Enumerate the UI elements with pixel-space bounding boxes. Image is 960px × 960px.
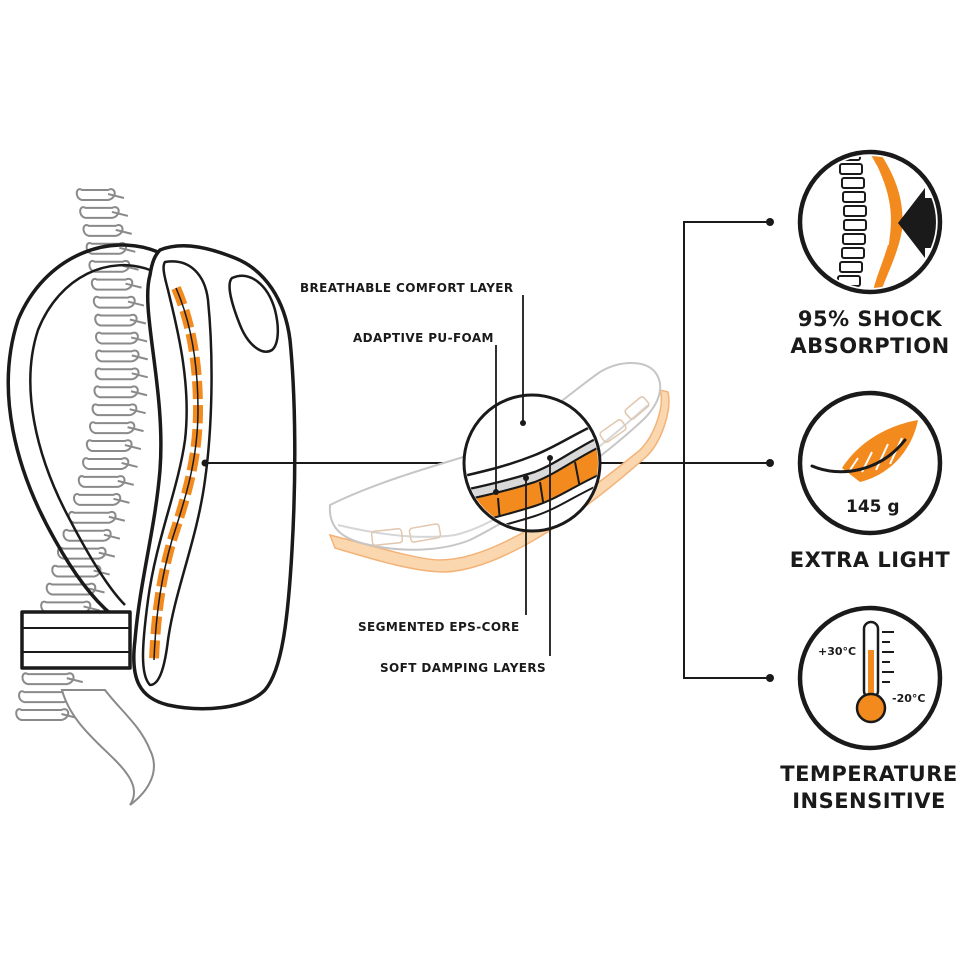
vertebra-process [124, 444, 142, 451]
callout-soft-damping-layers: SOFT DAMPING LAYERS [380, 661, 547, 675]
vertebra [85, 439, 133, 453]
vertebra-process [111, 210, 129, 217]
vertebra-process [130, 390, 148, 397]
vertebra [89, 421, 136, 435]
vertebra-process [119, 246, 136, 253]
vertebra-process [131, 372, 148, 379]
spine-impact-icon [797, 149, 943, 295]
vertebra [95, 331, 139, 345]
vertebra-process [127, 300, 145, 307]
vertebra-process [108, 515, 126, 522]
vertebra-process [113, 497, 130, 504]
vertebra [21, 672, 75, 686]
feature-shock-absorption: 95% SHOCK ABSORPTION [780, 306, 960, 360]
vertebra-process [115, 228, 132, 235]
vertebra [15, 708, 70, 721]
vertebra-process [88, 587, 105, 594]
callout-breathable-comfort-layer: BREATHABLE COMFORT LAYER [300, 281, 514, 295]
vertebra [77, 475, 126, 488]
vertebra-process [127, 426, 144, 433]
vertebra-process [117, 479, 134, 486]
feature-light-line1: EXTRA LIGHT [789, 548, 951, 572]
vertebra-process [130, 336, 148, 343]
feather-icon [797, 390, 943, 536]
vertebra-process [129, 318, 147, 325]
feature-shock-line2: ABSORPTION [790, 334, 950, 358]
thermometer-icon [797, 605, 943, 751]
vertebra-process [129, 408, 146, 415]
vertebra-process [131, 354, 149, 361]
vertebra-process [107, 193, 125, 199]
vertebra [95, 349, 140, 363]
vertebra [91, 403, 138, 417]
vertebra-process [83, 605, 100, 612]
vertebra [92, 295, 136, 309]
vertebra [82, 224, 124, 237]
spine-illustration [15, 188, 155, 806]
feature-temperature-insensitive: TEMPERATURE INSENSITIVE [778, 761, 960, 815]
feature-temp-line2: INSENSITIVE [792, 789, 946, 813]
vertebra-process [66, 677, 84, 684]
vertebra-process [103, 533, 121, 540]
vertebra [93, 385, 139, 399]
vertebra-process [121, 461, 138, 468]
callout-segmented-eps-core: SEGMENTED EPS-CORE [358, 620, 520, 634]
vertebra [82, 457, 130, 470]
vertebra [67, 510, 117, 524]
feature-shock-line1: 95% SHOCK [797, 307, 943, 331]
temp-high-label: +30°C [818, 645, 857, 658]
feature-temp-line1: TEMPERATURE [780, 762, 958, 786]
feature-weight-value: 145 g [846, 497, 900, 517]
back-protector-side [6, 243, 297, 711]
vertebra-process [93, 569, 110, 576]
vertebra [90, 277, 134, 291]
vertebra [62, 528, 112, 542]
temp-low-label: -20°C [892, 692, 926, 705]
vertebra [73, 493, 122, 506]
vertebra-process [98, 551, 116, 558]
vertebra-process [125, 282, 142, 289]
protector-cross-section [328, 295, 670, 656]
vertebra [94, 367, 140, 381]
vertebra [75, 188, 116, 201]
vertebra [79, 206, 120, 219]
feature-extra-light: EXTRA LIGHT [780, 547, 960, 574]
vertebra [51, 564, 102, 578]
vertebra [94, 313, 138, 327]
callout-adaptive-pu-foam: ADAPTIVE PU-FOAM [353, 331, 494, 345]
